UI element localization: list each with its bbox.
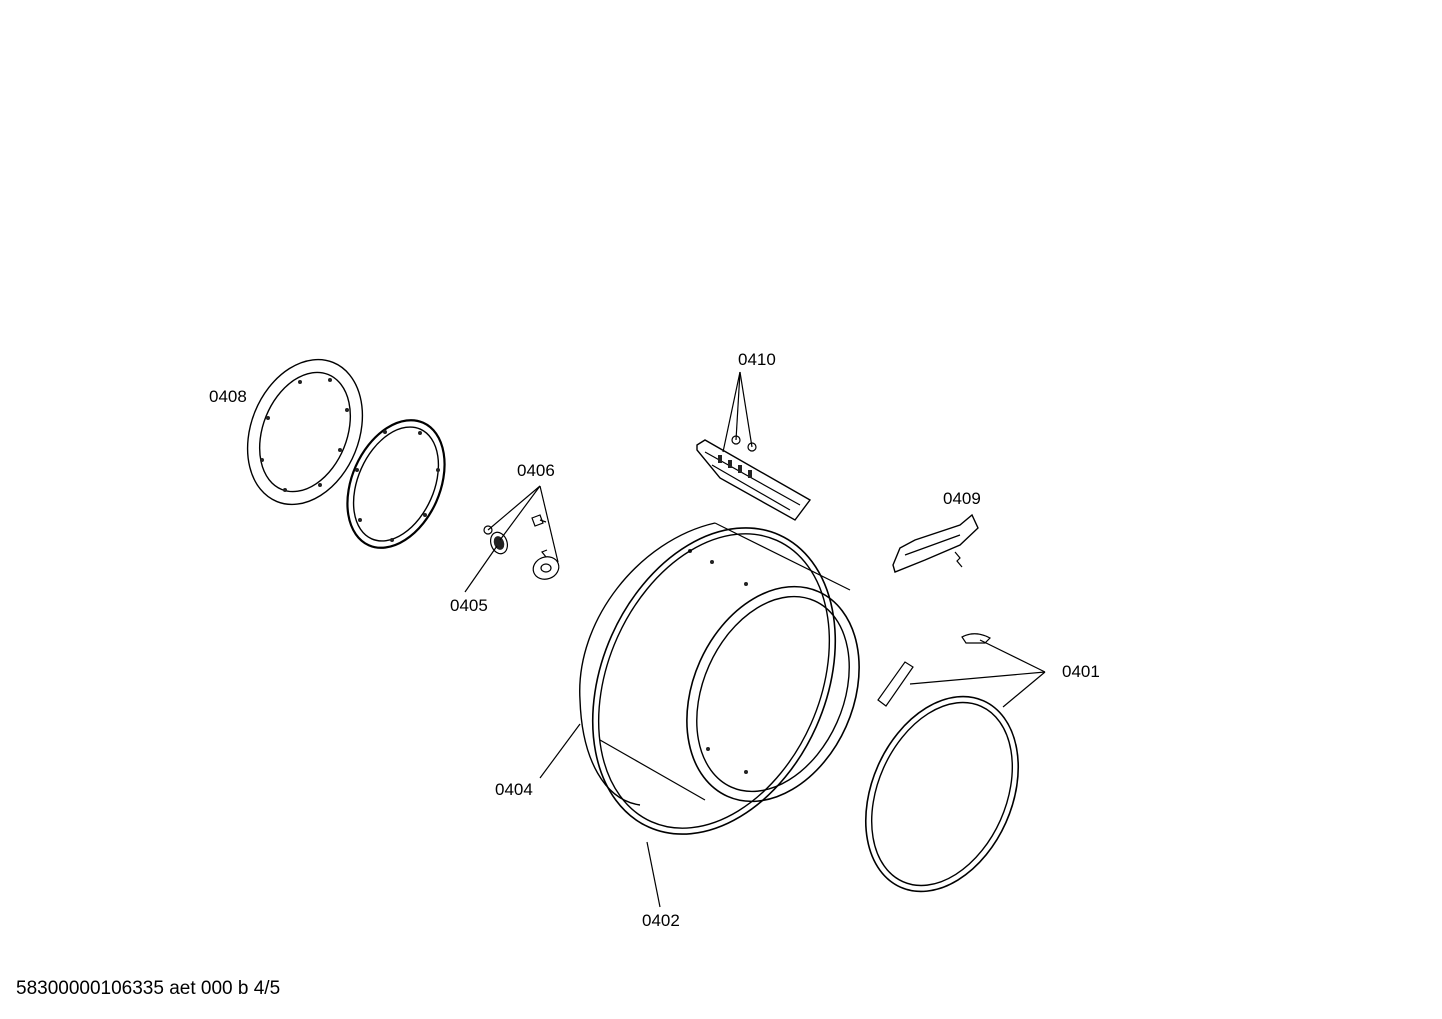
part-0405-roller bbox=[489, 531, 509, 555]
part-0410-bracket bbox=[696, 435, 812, 521]
part-0408-flange-ring bbox=[246, 358, 364, 506]
label-0401: 0401 bbox=[1062, 662, 1100, 681]
label-0410: 0410 bbox=[738, 350, 776, 369]
part-0401-pad-a bbox=[961, 633, 991, 644]
label-0408: 0408 bbox=[209, 387, 247, 406]
part-0401-ring bbox=[864, 695, 1020, 893]
label-0406: 0406 bbox=[517, 461, 555, 480]
part-0406-wheel bbox=[532, 549, 560, 580]
part-0401-pad-b bbox=[877, 661, 914, 707]
drawing-reference-footer: 58300000106335 aet 000 b 4/5 bbox=[16, 978, 281, 999]
label-0409: 0409 bbox=[943, 489, 981, 508]
drum-opening bbox=[686, 585, 860, 803]
part-0406-screw bbox=[483, 514, 547, 535]
part-0408-gasket-ring bbox=[346, 419, 446, 549]
label-0405: 0405 bbox=[450, 596, 488, 615]
part-0404-drum bbox=[579, 522, 851, 806]
part-0409-lever bbox=[892, 513, 979, 573]
leader-lines bbox=[464, 371, 1046, 908]
label-0402: 0402 bbox=[642, 911, 680, 930]
part-0402-ring bbox=[591, 527, 837, 835]
label-0404: 0404 bbox=[495, 780, 533, 799]
